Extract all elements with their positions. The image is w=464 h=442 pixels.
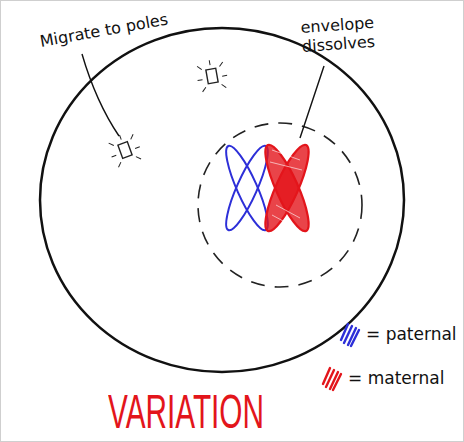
legend-label: = paternal	[366, 324, 457, 344]
cell-membrane	[40, 28, 404, 372]
legend: = paternal = maternal	[318, 312, 457, 400]
callout-label: Migrate to poles	[38, 6, 189, 51]
centriole	[105, 130, 143, 168]
centriole	[194, 58, 229, 93]
heading-word: VARIATION	[108, 388, 282, 436]
nuclear-envelope	[198, 123, 362, 287]
legend-row: = paternal	[336, 312, 457, 356]
leader-line	[82, 54, 119, 136]
legend-label: = maternal	[348, 368, 444, 388]
legend-swatch	[336, 320, 364, 348]
leader-line	[300, 66, 324, 138]
legend-swatch	[318, 364, 346, 392]
maternal-chromosome	[258, 141, 316, 236]
callout-label: envelope dissolves	[300, 12, 388, 56]
legend-row: = maternal	[318, 356, 457, 400]
